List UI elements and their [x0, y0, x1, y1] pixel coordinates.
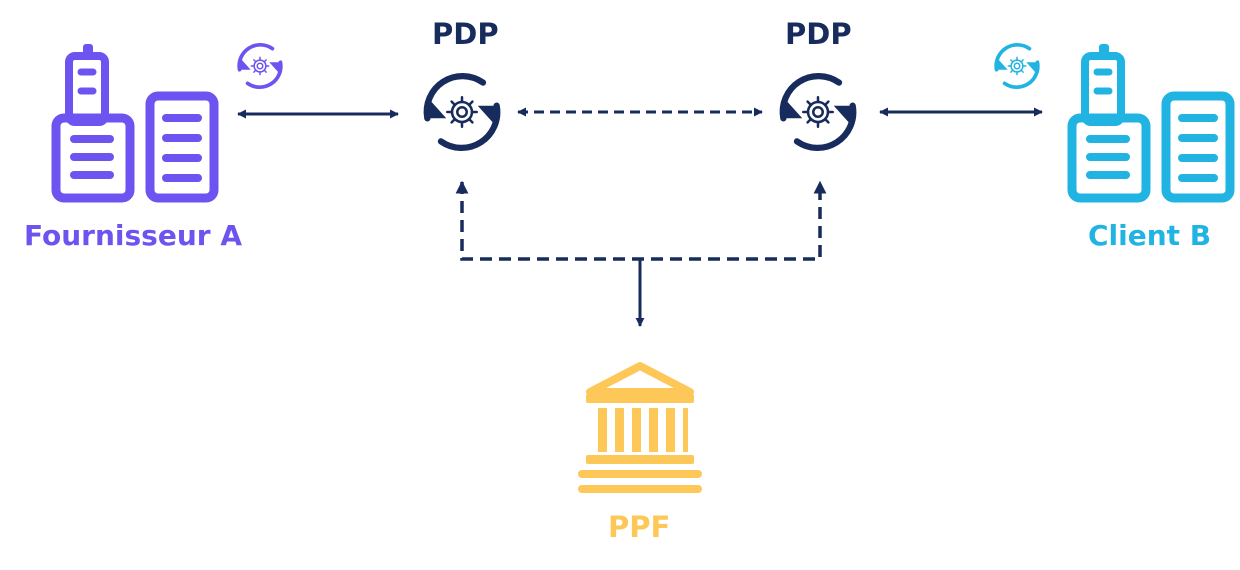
edge-ppf-pdp-dashed: [455, 180, 827, 261]
supplier-sync-icon: [237, 42, 283, 90]
supplier-buildings-icon: [56, 44, 214, 198]
ppf-label: PPF: [608, 510, 671, 544]
supplier-label: Fournisseur A: [24, 219, 242, 252]
ppf-government-building-icon: [578, 362, 702, 493]
pdp-right-sync-gear-icon: [783, 76, 853, 148]
pdp-left-sync-gear-icon: [427, 76, 497, 148]
pdp-left-label: PDP: [432, 17, 499, 51]
client-label: Client B: [1088, 219, 1212, 252]
client-sync-icon: [994, 42, 1040, 90]
client-buildings-icon: [1072, 44, 1230, 198]
pdp-right-label: PDP: [785, 17, 852, 51]
